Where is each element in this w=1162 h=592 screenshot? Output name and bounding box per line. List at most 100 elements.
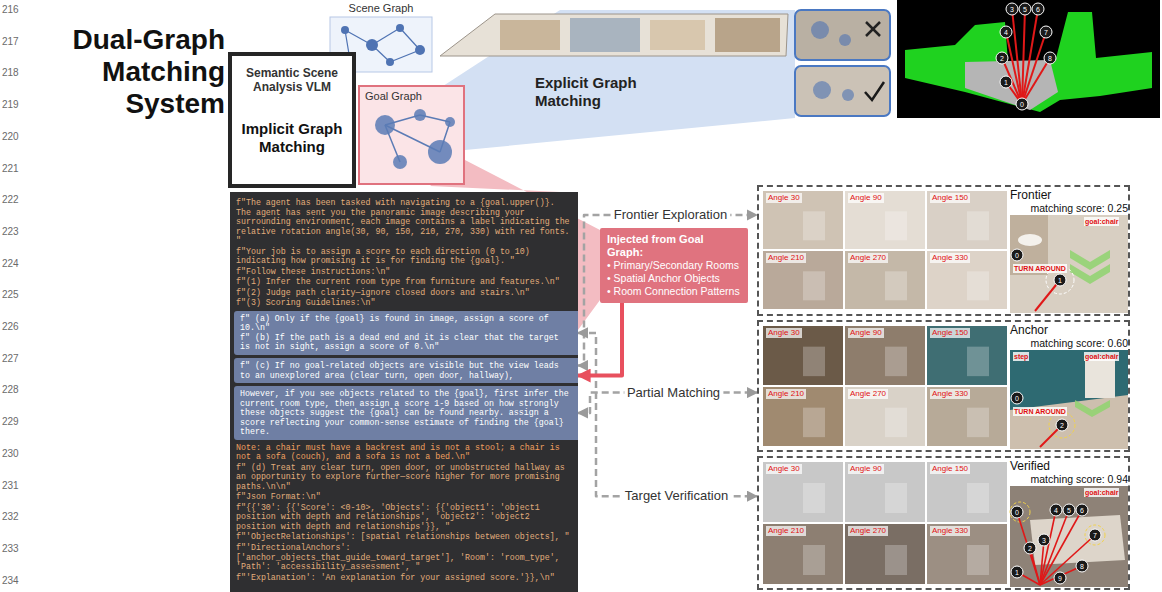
line-number: 231 bbox=[2, 480, 28, 492]
injection-arrow bbox=[578, 303, 622, 376]
panorama-tile bbox=[927, 462, 1007, 522]
score-text: Verified bbox=[1010, 460, 1128, 473]
prompt-code-panel: f"The agent has been tasked with navigat… bbox=[230, 192, 578, 592]
panorama-detail bbox=[803, 271, 825, 300]
score-text: Anchor bbox=[1010, 324, 1128, 337]
line-number: 226 bbox=[2, 321, 28, 333]
house-room bbox=[650, 20, 705, 50]
goal-graph-box: Goal Graph bbox=[358, 85, 465, 185]
house-room bbox=[715, 18, 780, 52]
code-line: However, if you see objects related to t… bbox=[240, 389, 572, 437]
panorama-tile bbox=[927, 387, 1007, 446]
panorama-detail bbox=[803, 211, 825, 240]
line-number: 230 bbox=[2, 448, 28, 460]
image-tag: goal:chair bbox=[1084, 352, 1119, 361]
illustration-shape bbox=[415, 45, 425, 55]
line-number: 225 bbox=[2, 289, 28, 301]
panorama-detail bbox=[803, 408, 825, 438]
panorama-tile bbox=[763, 462, 843, 522]
panorama-detail bbox=[967, 347, 989, 377]
injected-item: • Spatial Anchor Objects bbox=[607, 272, 741, 285]
panorama-tile bbox=[845, 524, 925, 584]
panorama-tile bbox=[763, 524, 843, 584]
reject-mark bbox=[866, 22, 880, 36]
line-number: 228 bbox=[2, 384, 28, 396]
panorama-detail bbox=[885, 211, 907, 240]
code-line: f"'ObjectRelationships': [spatial relati… bbox=[236, 532, 578, 542]
code-line: f"The agent has been tasked with navigat… bbox=[236, 198, 578, 246]
image-tag: goal:chair bbox=[1084, 217, 1119, 226]
waypoint-number: 1 bbox=[1000, 76, 1013, 89]
code-line: f"'Explanation': 'An explanation for you… bbox=[236, 573, 578, 583]
score-text: matching score: 0.94 bbox=[1010, 473, 1128, 485]
waypoint-number: 9 bbox=[1054, 572, 1067, 585]
angle-tag: Angle 210 bbox=[766, 253, 806, 263]
illustration-shape bbox=[386, 58, 394, 66]
illustration-shape bbox=[866, 22, 880, 36]
code-line: f" (b) If the path is a dead end and it … bbox=[240, 333, 572, 352]
panorama-detail bbox=[803, 545, 825, 575]
code-line: f"Json Format:\n" bbox=[236, 492, 578, 502]
match-view bbox=[795, 10, 890, 60]
panorama-tile bbox=[845, 326, 925, 385]
angle-tag: Angle 90 bbox=[848, 464, 884, 474]
angle-tag: Angle 90 bbox=[848, 193, 884, 203]
image-tag: TURN AROUND bbox=[1013, 264, 1067, 273]
waypoint-number: 0 bbox=[1011, 392, 1024, 405]
line-number: 227 bbox=[2, 353, 28, 365]
matching-band bbox=[440, 10, 795, 150]
waypoint-number: 0 bbox=[1011, 249, 1024, 262]
illustration-shape bbox=[842, 89, 854, 101]
waypoint-number: 6 bbox=[1076, 504, 1089, 517]
panorama-tile bbox=[927, 524, 1007, 584]
waypoint-number: 5 bbox=[1019, 3, 1032, 16]
match-view bbox=[795, 66, 890, 116]
stage-label: Explicit Graph Matching bbox=[535, 74, 660, 110]
panorama-tile bbox=[845, 251, 925, 309]
illustration-shape bbox=[445, 117, 455, 127]
panorama-detail bbox=[885, 408, 907, 438]
waypoint-number: 0 bbox=[1016, 98, 1029, 111]
waypoint-number: 7 bbox=[1040, 26, 1053, 39]
code-line: f"Follow these instructions:\n" bbox=[236, 267, 578, 277]
angle-tag: Angle 30 bbox=[766, 193, 802, 203]
waypoint-number: 1 bbox=[1011, 566, 1024, 579]
angle-tag: Angle 330 bbox=[930, 389, 970, 399]
illustration-shape bbox=[811, 21, 829, 39]
panorama-detail bbox=[885, 483, 907, 513]
illustration-shape bbox=[341, 26, 349, 34]
box-title: Implicit Graph Matching bbox=[236, 120, 348, 156]
image-tag: TURN AROUND bbox=[1013, 407, 1067, 416]
illustration-shape bbox=[366, 39, 378, 51]
panorama-detail bbox=[885, 271, 907, 300]
panorama-tile bbox=[763, 387, 843, 446]
angle-tag: Angle 210 bbox=[766, 526, 806, 536]
line-number: 222 bbox=[2, 194, 28, 206]
angle-tag: Angle 150 bbox=[930, 328, 970, 338]
angle-tag: Angle 330 bbox=[930, 253, 970, 263]
line-number: 219 bbox=[2, 99, 28, 111]
code-line: f"{{'30': {{'Score': <0-10>, 'Objects': … bbox=[236, 503, 578, 532]
result-panel: Angle 30Angle 90Angle 150Angle 210Angle … bbox=[757, 456, 1130, 590]
illustration-shape bbox=[866, 22, 880, 36]
matching-view: Frontiermatching score: 0.25 bbox=[1010, 189, 1128, 314]
matching-view: Anchormatching score: 0.60 bbox=[1010, 324, 1128, 450]
code-line: f"'DirectionalAnchors': ['anchor_objects… bbox=[236, 543, 578, 572]
panorama-tile bbox=[845, 191, 925, 249]
connector-label: Target Verification bbox=[622, 488, 731, 504]
panorama-tile bbox=[763, 326, 843, 385]
accept-mark bbox=[865, 82, 884, 100]
illustration-shape bbox=[813, 81, 831, 99]
code-line: f"Your job is to assign a score to each … bbox=[236, 247, 578, 266]
panorama-tile bbox=[845, 462, 925, 522]
panorama-tile bbox=[845, 387, 925, 446]
image-tag: step bbox=[1013, 352, 1029, 361]
illustration-shape bbox=[839, 34, 851, 46]
angle-tag: Angle 90 bbox=[848, 328, 884, 338]
panorama-detail bbox=[885, 347, 907, 377]
line-number: 217 bbox=[2, 36, 28, 48]
angle-tag: Angle 270 bbox=[848, 526, 888, 536]
injected-item: • Primary/Secondary Rooms bbox=[607, 259, 741, 272]
panorama-detail bbox=[967, 545, 989, 575]
code-line: f" (d) Treat any clear turn, open door, … bbox=[236, 463, 578, 492]
